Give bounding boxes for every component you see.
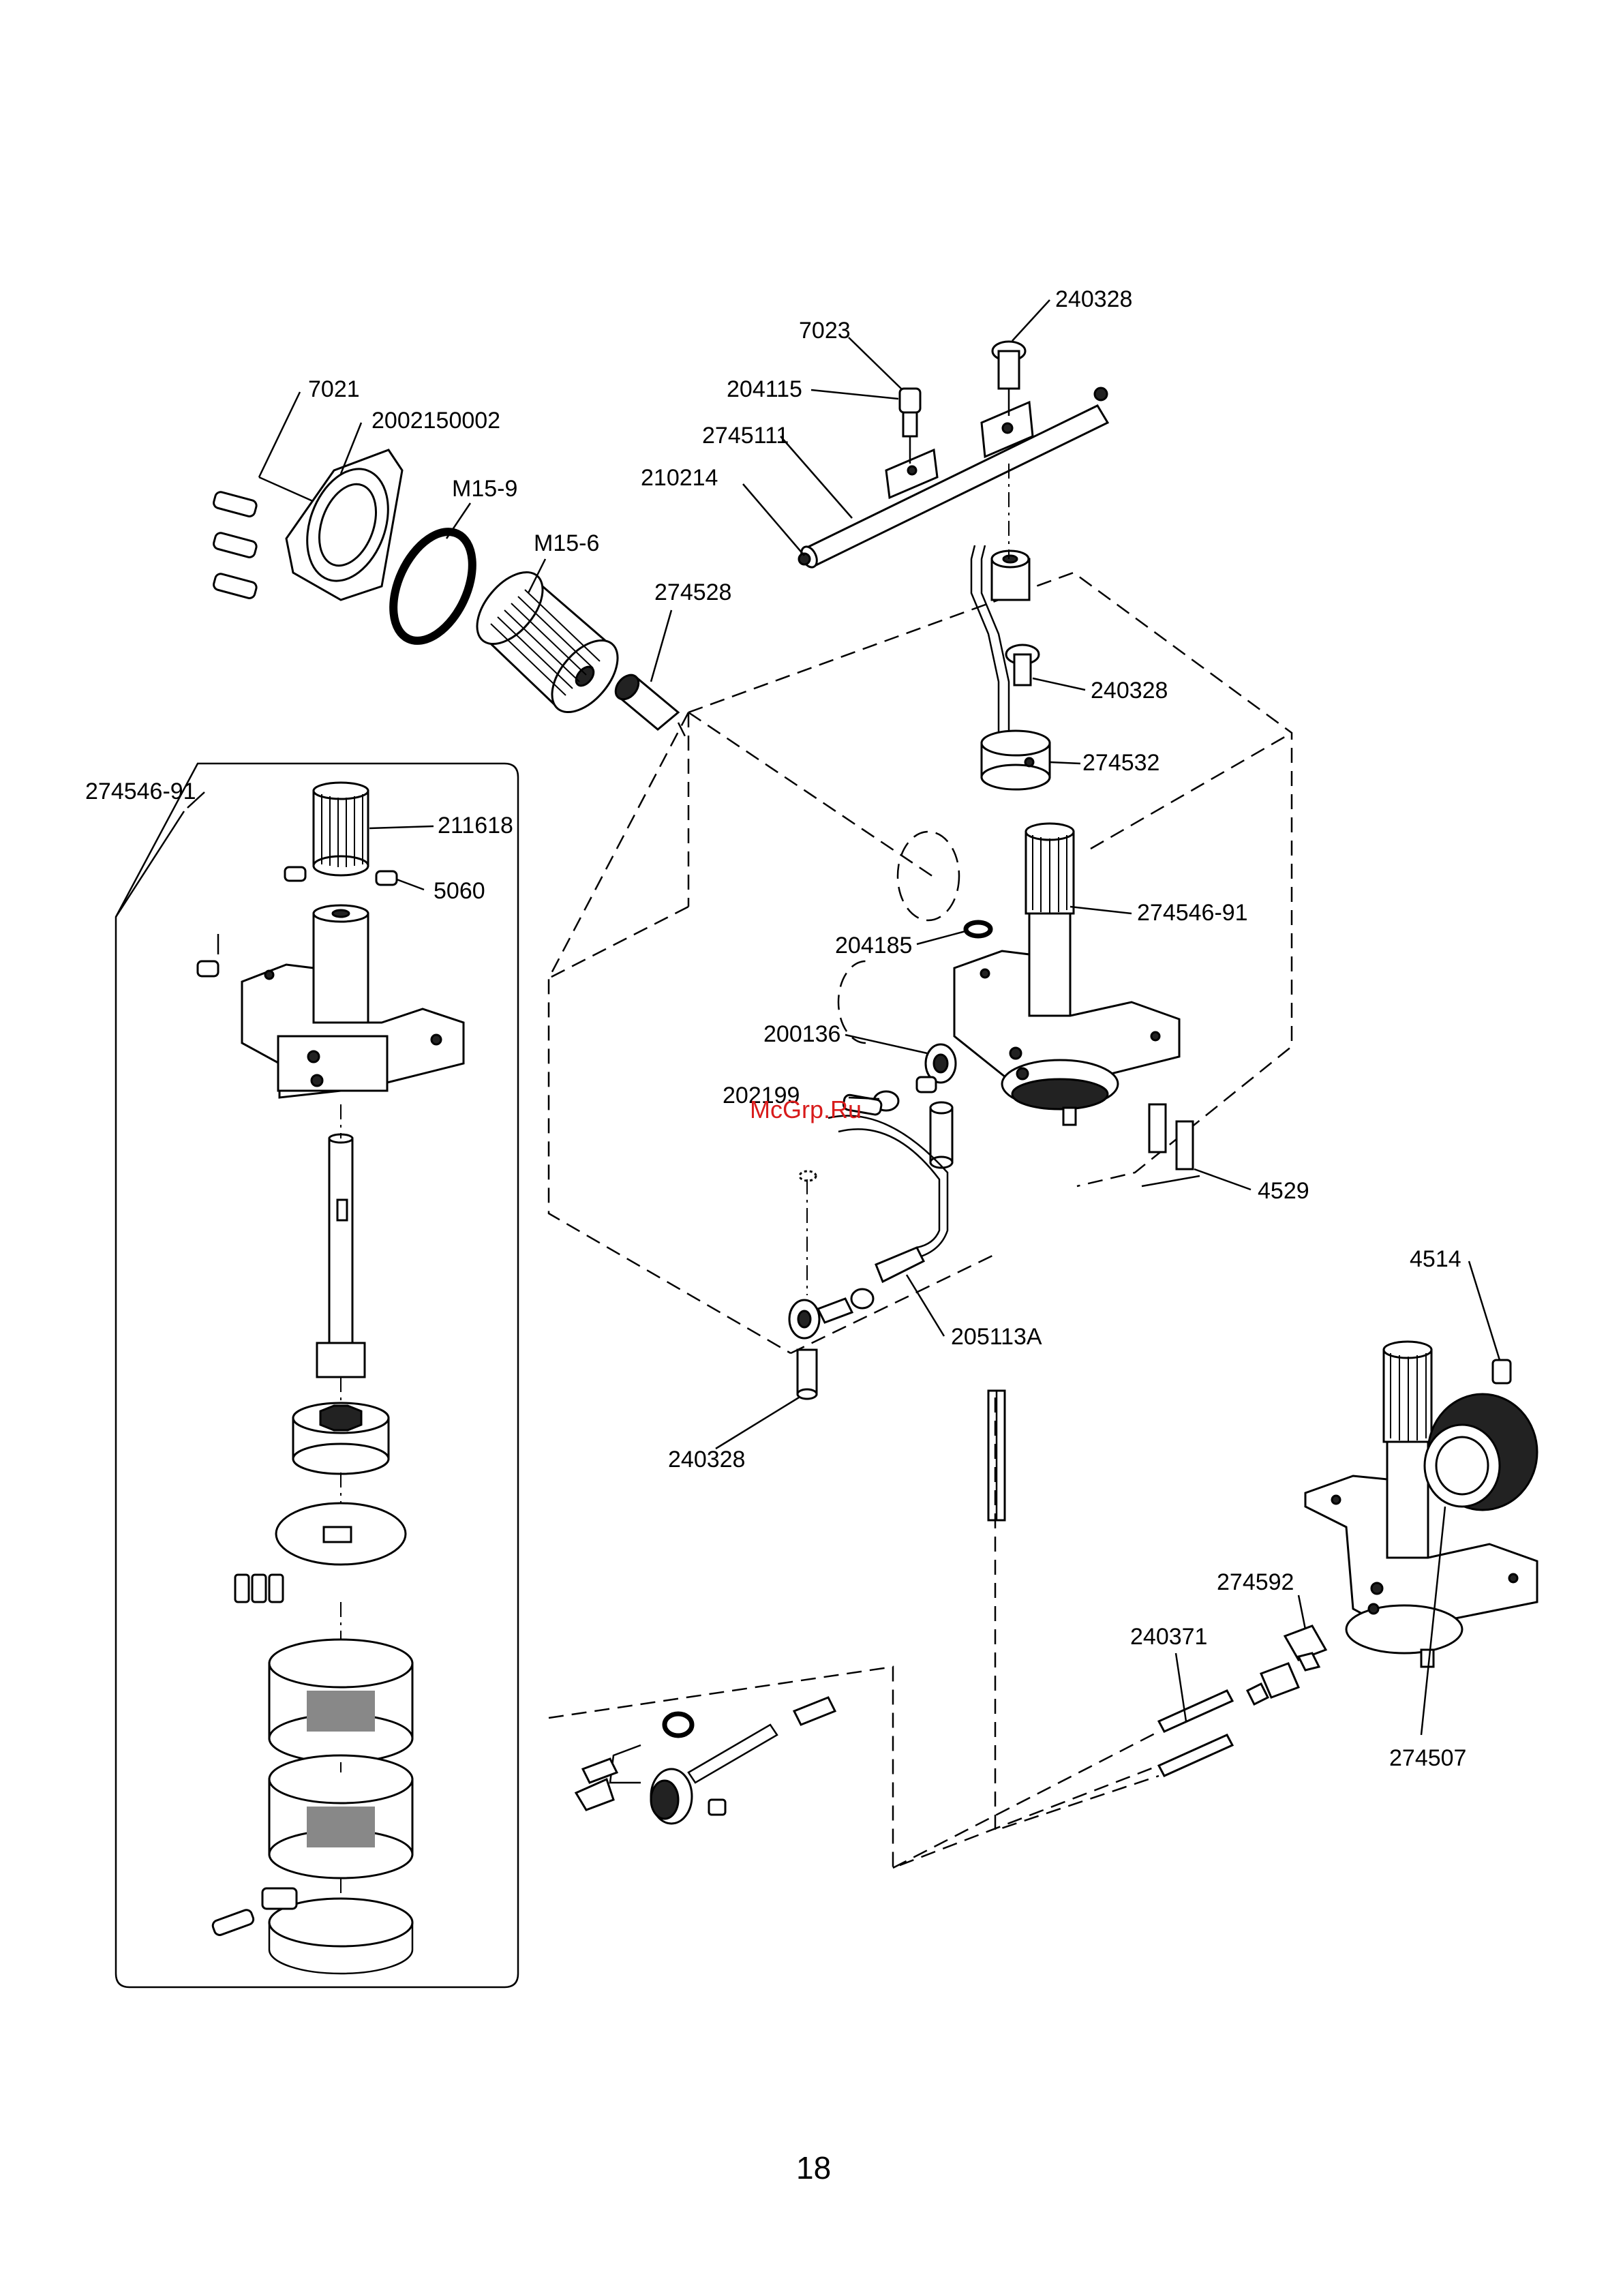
set-screw-5060-left [285,867,305,881]
label-4529: 4529 [1258,1178,1309,1204]
washer-small [800,1171,816,1181]
label-M15-6: M15-6 [534,530,599,556]
label-204115: 204115 [727,376,802,402]
nipple-274592 [1247,1626,1326,1704]
label-5060: 5060 [434,878,485,904]
banjo-lower [789,1289,873,1338]
machine-body-outline [549,573,1292,1353]
label-240328-mid: 240328 [1091,678,1168,704]
pulley-274507 [1425,1394,1537,1510]
label-205113A: 205113A [951,1324,1042,1350]
label-240371: 240371 [1130,1624,1207,1650]
pump-assembly-274507 [988,1342,1537,1776]
label-274592: 274592 [1217,1569,1294,1595]
pump-body-left [198,905,464,1098]
gear-211618 [314,783,368,875]
label-211618: 211618 [438,813,513,839]
label-7021: 7021 [308,376,360,402]
screw-4529 [1149,1104,1193,1169]
pump-plate [276,1472,406,1565]
label-204185: 204185 [835,933,912,958]
gear-shaft-right [1384,1342,1431,1558]
pump-gear-shaft [1026,824,1074,1016]
set-screw-5060-right [376,871,397,885]
screw-240328-top [992,342,1025,416]
filter-element-M15-6 [464,560,630,724]
label-274546-91-panel: 274546-91 [85,779,196,804]
rod-274532 [971,464,1050,789]
pump-assembly-274546-91 [843,824,1200,1186]
pump-shaft [317,1104,365,1404]
label-7023: 7023 [799,318,851,344]
label-2745111: 2745111 [702,423,789,449]
lever-assembly [798,342,1108,789]
strainer-lower [269,1755,412,1878]
band-clamp [211,1878,412,1974]
lower-valve [576,1697,835,1824]
label-274507: 274507 [1389,1745,1466,1771]
washer-204185 [966,922,990,936]
page-number: 18 [796,2150,831,2186]
label-274528: 274528 [654,579,731,605]
lower-tube-assembly [549,1398,1159,1868]
shaft-2745111 [798,406,1108,570]
pin-vertical [988,1391,1005,1520]
pump-rotor [293,1403,389,1474]
label-274546-91-pump: 274546-91 [1137,900,1248,926]
label-240328-top: 240328 [1055,286,1132,312]
detail-panel-274546-91 [116,764,518,1987]
fitting-274528 [611,671,688,743]
label-4514: 4514 [1410,1246,1461,1272]
o-ring-M15-9 [378,519,488,653]
hose-205113A [876,1248,924,1282]
plate-screws [235,1575,283,1602]
watermark: McGrp.Ru [750,1096,862,1123]
filter-assembly [213,450,688,743]
screw-204115 [900,389,920,464]
tube-240371 [1159,1691,1232,1776]
bolt-240328-lower [798,1350,817,1399]
pin-end [1095,388,1107,400]
set-screw-4514 [1493,1360,1511,1383]
label-2002150002: 2002150002 [371,408,500,434]
label-200136: 200136 [763,1021,840,1047]
washer-lower [665,1714,692,1736]
strainer-upper [269,1602,412,1762]
label-274532: 274532 [1082,750,1159,776]
label-M15-9: M15-9 [452,476,517,502]
filter-cover-2002150002 [286,450,403,600]
label-240328-lower: 240328 [668,1447,745,1472]
label-210214: 210214 [641,465,718,491]
